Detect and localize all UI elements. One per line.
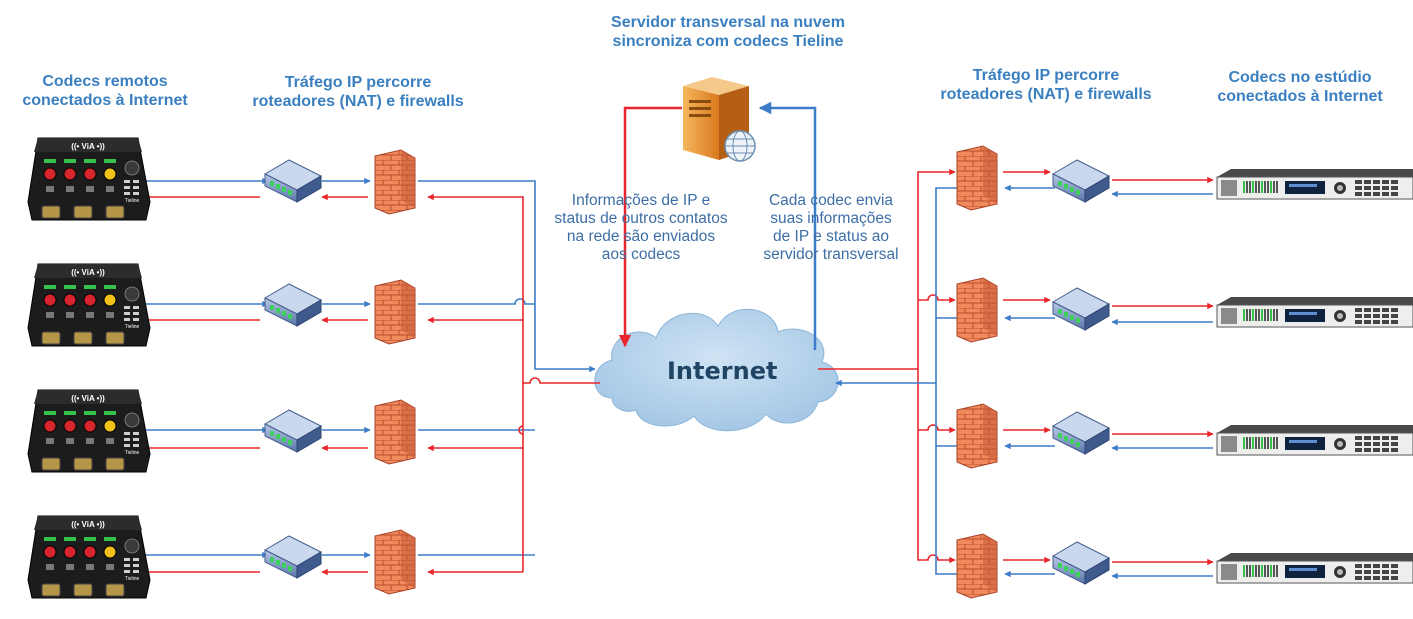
router-icon — [263, 159, 323, 203]
rack-codec-icon — [1216, 425, 1413, 456]
rack-codec-icon — [1216, 297, 1413, 328]
server-to-cloud-arrow — [618, 106, 682, 348]
firewall-icon — [956, 145, 998, 211]
tieline-brand: Tieline — [125, 576, 140, 582]
ip-traffic-right-header: Tráfego IP percorre roteadores (NAT) e f… — [940, 67, 1152, 103]
tieline-brand: Tieline — [125, 324, 140, 330]
via-badge: ((• ViA •)) — [71, 268, 105, 277]
router-icon — [1051, 159, 1111, 203]
router-icon — [1051, 541, 1111, 585]
firewall-icon — [956, 403, 998, 469]
tieline-brand: Tieline — [125, 450, 140, 456]
via-badge: ((• ViA •)) — [71, 142, 105, 151]
remote-codecs-header: Codecs remotos conectados à Internet — [22, 73, 188, 109]
rack-codec-icon — [1216, 553, 1413, 584]
ip-traffic-left-header: Tráfego IP percorre roteadores (NAT) e f… — [252, 74, 464, 110]
router-icon — [263, 283, 323, 327]
via-codec-icon: ((• ViA •)) Tieline — [27, 263, 151, 347]
firewall-icon — [374, 399, 416, 465]
router-icon — [263, 535, 323, 579]
server-header: Servidor transversal na nuvem sincroniza… — [611, 14, 845, 50]
right-connection-lines — [818, 168, 1214, 580]
info-sent-note: Informações de IP e status de outros con… — [554, 192, 728, 263]
cloud-to-server-arrow — [758, 101, 817, 350]
studio-codecs-header: Codecs no estúdio conectados à Internet — [1217, 69, 1383, 105]
firewall-icon — [374, 279, 416, 345]
router-icon — [1051, 287, 1111, 331]
router-icon — [1051, 411, 1111, 455]
server-icon — [683, 77, 756, 162]
firewall-icon — [956, 277, 998, 343]
rack-codec-icon — [1216, 169, 1413, 200]
firewall-icon — [956, 533, 998, 599]
via-codec-icon: ((• ViA •)) Tieline — [27, 389, 151, 473]
via-badge: ((• ViA •)) — [71, 520, 105, 529]
internet-label: Internet — [667, 357, 778, 385]
router-icon — [263, 409, 323, 453]
cloud-icon — [594, 308, 839, 432]
firewall-icon — [374, 529, 416, 595]
firewall-icon — [374, 149, 416, 215]
left-connection-lines — [141, 177, 600, 576]
via-badge: ((• ViA •)) — [71, 394, 105, 403]
via-codec-icon: ((• ViA •)) Tieline — [27, 515, 151, 599]
tieline-brand: Tieline — [125, 198, 140, 204]
via-codec-icon: ((• ViA •)) Tieline — [27, 137, 151, 221]
codec-sends-note: Cada codec envia suas informações de IP … — [763, 192, 899, 263]
